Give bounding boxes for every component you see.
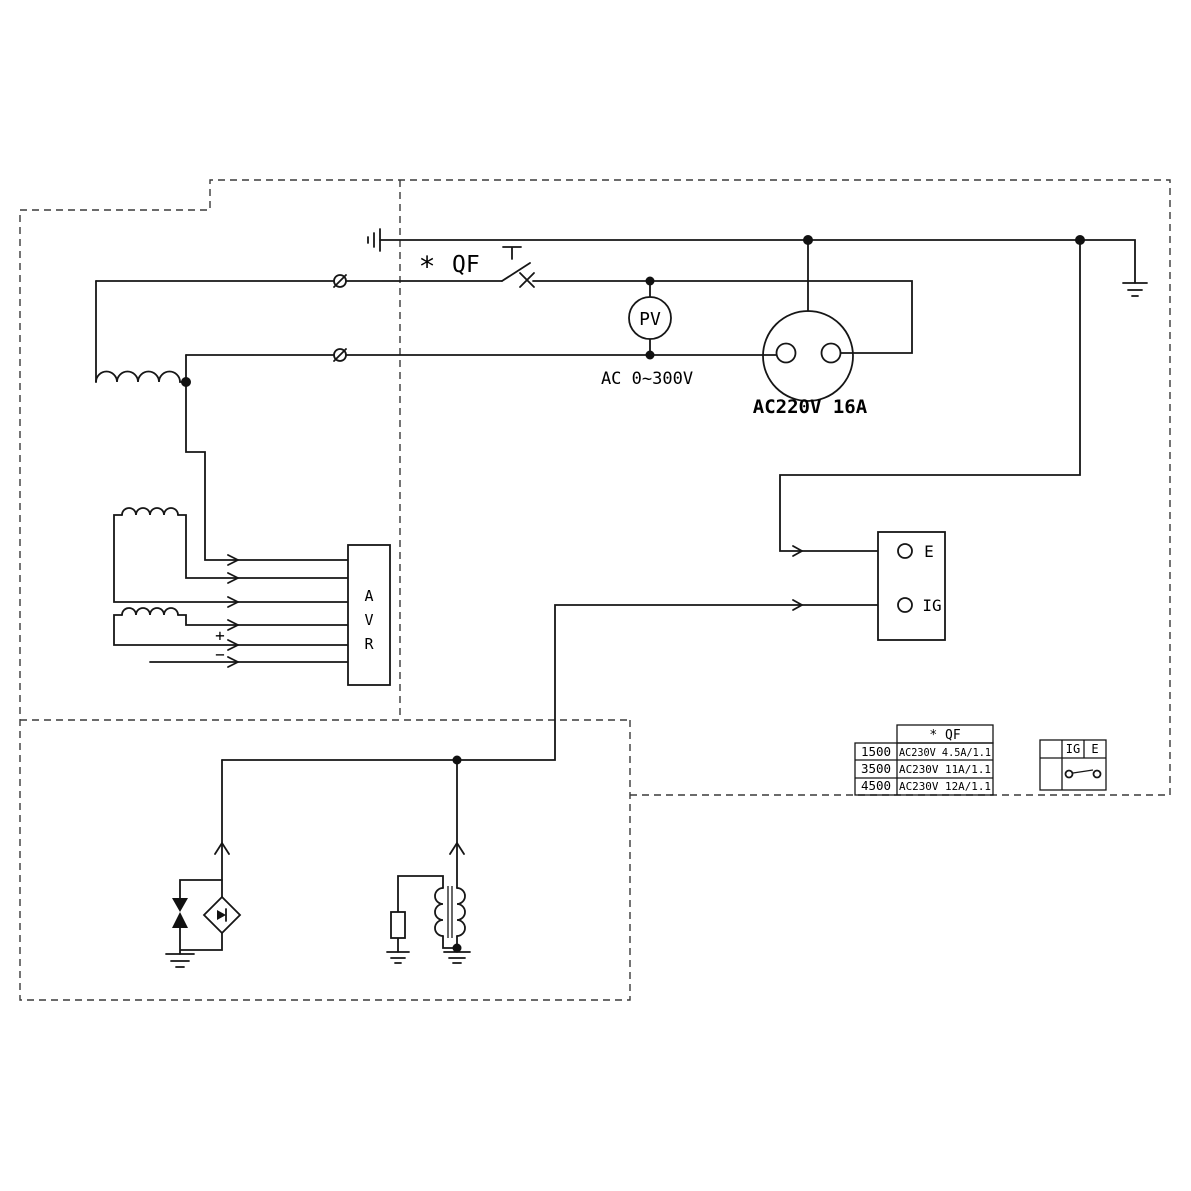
breaker-output-wire <box>532 280 913 354</box>
spec-row-rating: AC230V 4.5A/1.1 <box>899 746 991 759</box>
switch-legend-table: IG E <box>1039 739 1107 791</box>
junction-dot <box>645 350 655 360</box>
ignition-coil-left-winding <box>434 887 444 937</box>
junction-dot <box>645 276 655 286</box>
legend-switch-blade <box>1072 769 1094 774</box>
avr-label-v: V <box>364 611 373 629</box>
avr-box <box>347 544 391 686</box>
junction-dot <box>181 377 191 387</box>
avr-input-row5 <box>113 614 349 646</box>
avr-input-row3 <box>113 514 349 603</box>
terminal-e-circle <box>897 543 913 559</box>
spec-row-model: 1500 <box>861 744 891 759</box>
avr-label-r: R <box>364 635 374 653</box>
avr-input-row4 <box>177 614 349 626</box>
rectifier-diode-icon <box>217 910 226 920</box>
spark-plug-box <box>390 911 406 939</box>
voltmeter-circle <box>628 296 672 340</box>
earth-bus <box>367 228 1148 297</box>
breaker-x-mark <box>519 272 535 288</box>
junction-dot <box>452 943 462 953</box>
terminal-chevron-icons <box>792 545 803 611</box>
socket-hole-left <box>775 342 797 364</box>
terminal-slash-icon <box>333 348 347 362</box>
breaker-asterisk-label: * <box>419 250 436 283</box>
socket-label: AC220V 16A <box>753 396 868 418</box>
main-winding-coil <box>95 370 187 383</box>
junction-dots <box>181 235 1085 953</box>
control-terminals: E IG <box>221 239 1081 761</box>
spec-table-grid-lines <box>855 743 993 795</box>
voltmeter-range-label: AC 0~300V <box>601 369 693 389</box>
junction-dot <box>803 235 813 245</box>
avr-label-a: A <box>364 587 373 605</box>
aux-winding-a-coil <box>121 507 179 516</box>
breaker-blade <box>501 262 531 282</box>
connector-terminals <box>333 274 347 362</box>
legend-e-label: E <box>1091 742 1098 756</box>
aux-winding-b-coil <box>121 607 179 616</box>
e-terminal-wire <box>779 239 1081 552</box>
spec-row-rating: AC230V 11A/1.1 <box>899 763 991 776</box>
ground-icon-coil <box>443 951 471 964</box>
terminal-ig-label: IG <box>922 596 941 615</box>
breaker-trip-tick <box>502 246 522 260</box>
avr-input-row2 <box>177 514 349 579</box>
junction-dot <box>1075 235 1085 245</box>
spec-row-model: 3500 <box>861 761 891 776</box>
rectifier-diamond <box>202 895 242 935</box>
spec-table-header-label: * QF <box>929 728 960 743</box>
ground-icon-plug <box>386 951 410 964</box>
surge-branch-wires <box>179 879 223 955</box>
legend-ig-label: IG <box>1066 742 1080 756</box>
terminal-ig-circle <box>897 597 913 613</box>
field-plus-label: + <box>215 626 225 645</box>
breaker-label: QF <box>452 252 480 278</box>
field-minus-label: − <box>215 645 225 664</box>
power-socket-pins: AC220V 16A <box>753 239 868 418</box>
connector-chevron-icons <box>214 841 465 855</box>
ignition-coil-core <box>447 886 453 938</box>
legend-table-grid-lines <box>1040 740 1106 790</box>
socket-hole-right <box>820 342 842 364</box>
spark-plug-wire <box>397 875 444 953</box>
ignition-coil-right-winding <box>456 887 466 937</box>
ground-icon-right <box>1122 282 1148 297</box>
ig-terminal-wire <box>221 604 899 761</box>
spec-row-model: 4500 <box>861 778 891 793</box>
legend-table-border <box>1039 739 1107 791</box>
terminal-e-label: E <box>924 542 934 561</box>
legend-switch-contact-right <box>1092 769 1102 779</box>
voltmeter-pv: PV AC 0~300V <box>601 280 693 389</box>
breaker-qf: * QF <box>419 246 913 354</box>
avr-input-chevron-icons <box>227 554 239 668</box>
junction-dot <box>452 755 462 765</box>
surge-arrester-icon <box>172 898 188 928</box>
enclosure-dashed-boundary <box>19 179 1171 1001</box>
terminal-slash-icon <box>333 274 347 288</box>
ground-icon-surge <box>165 953 195 968</box>
spec-row-rating: AC230V 12A/1.1 <box>899 780 991 793</box>
avr-unit: A V R + − <box>113 514 391 686</box>
ground-icon-left <box>367 228 381 252</box>
generator-stator <box>95 280 778 616</box>
ignition-circuit <box>165 759 471 968</box>
earth-wire <box>379 239 1136 284</box>
sense-staircase-wire <box>185 354 349 561</box>
voltmeter-label: PV <box>639 309 661 330</box>
dashed-boundary-lines <box>19 179 1171 1001</box>
spec-table: * QF 1500 AC230V 4.5A/1.1 3500 AC230V 11… <box>854 724 994 796</box>
legend-switch-contact-left <box>1064 769 1074 779</box>
spec-table-body <box>854 742 994 796</box>
